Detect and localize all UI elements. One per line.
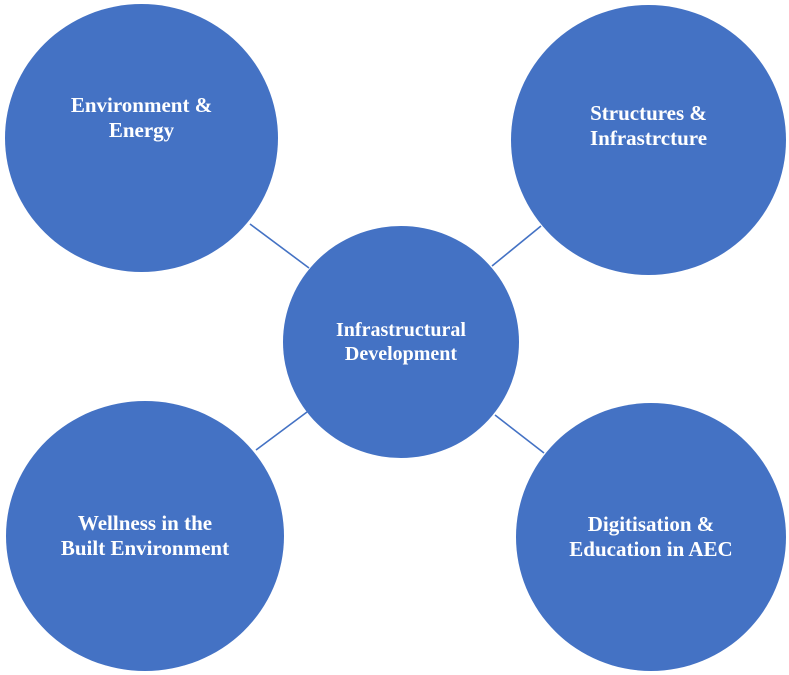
node-environment-energy: Environment & Energy xyxy=(5,4,278,272)
connector-top-left xyxy=(249,223,310,269)
node-infrastructural-development: Infrastructural Development xyxy=(283,226,519,458)
center-node-label: Infrastructural Development xyxy=(336,319,466,365)
connector-top-right xyxy=(491,225,542,267)
node-label: Environment & Energy xyxy=(70,93,213,142)
node-label: Wellness in the Built Environment xyxy=(60,511,230,560)
node-label: Digitisation & Education in AEC xyxy=(569,512,733,561)
node-structures-infrastructure: Structures & Infrastrcture xyxy=(511,5,786,275)
connector-bottom-left xyxy=(255,411,308,451)
node-digitisation-education: Digitisation & Education in AEC xyxy=(516,403,786,671)
node-wellness-built-environment: Wellness in the Built Environment xyxy=(6,401,284,671)
connector-bottom-right xyxy=(494,414,545,454)
node-label: Structures & Infrastrcture xyxy=(589,101,708,150)
